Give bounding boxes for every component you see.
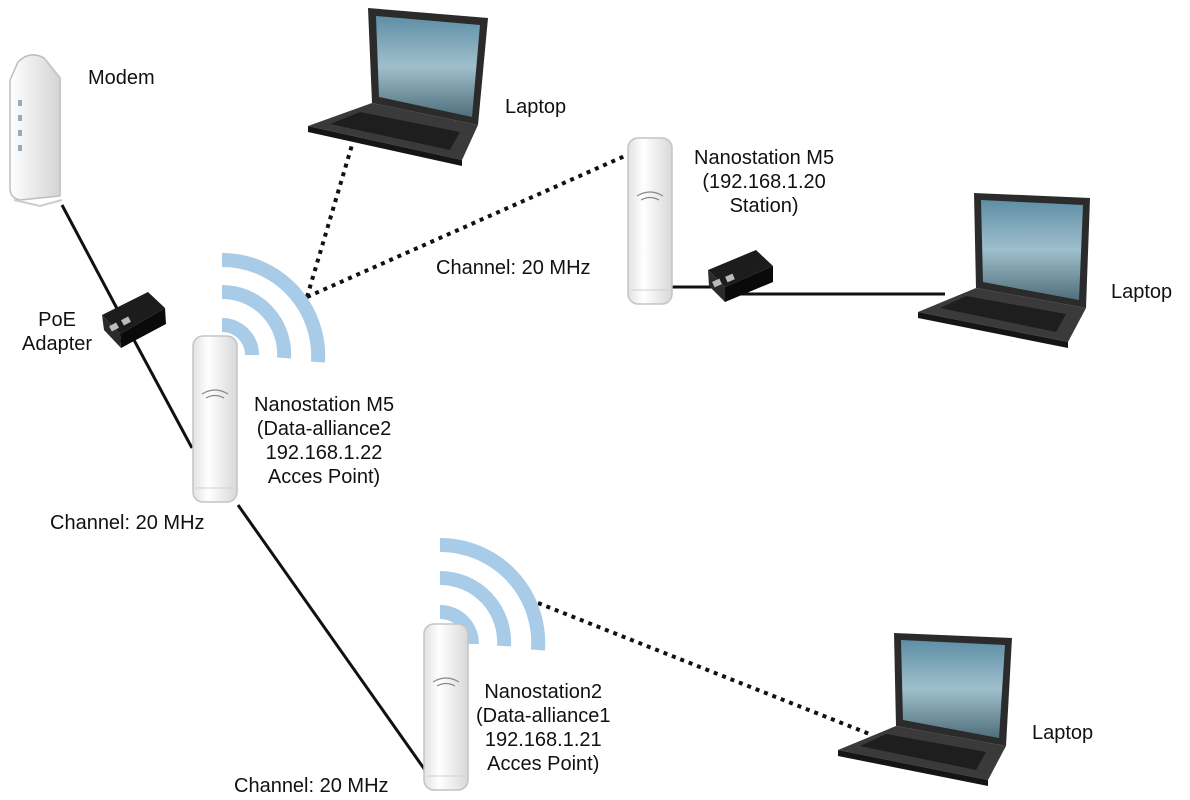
cable-ap-main-to-ap-second — [236, 504, 427, 771]
nanostation-second — [423, 623, 469, 791]
laptop-bottom — [838, 633, 1012, 786]
ap-second-channel: Channel: 20 MHz — [234, 775, 389, 797]
ap-second-line-1: Nanostation2 — [484, 681, 603, 703]
cable-modem-to-poe — [60, 204, 124, 319]
ap-main-line-1: Nanostation M5 — [254, 394, 395, 416]
station-label: Nanostation M5 (192.168.1.20 Station) — [694, 146, 834, 218]
nanostation-main — [192, 335, 238, 503]
wifi-link-ap-to-laptop-top — [305, 144, 354, 298]
wifi-link-ap-to-station — [306, 153, 628, 299]
station-line-1: Nanostation M5 — [694, 147, 835, 169]
modem-label: Modem — [88, 67, 155, 89]
ap-second-line-3: 192.168.1.21 — [484, 729, 602, 751]
laptop-top — [308, 8, 488, 166]
laptop-right — [918, 193, 1090, 348]
ap-main-channel: Channel: 20 MHz — [50, 512, 205, 534]
station-line-2: (192.168.1.20 — [702, 171, 826, 193]
wifi-waves-second — [439, 537, 546, 651]
ap-main-label: Nanostation M5 (Data-alliance2 192.168.1… — [254, 393, 394, 489]
ap-second-line-2: (Data-alliance1 — [476, 705, 611, 727]
laptop-right-label: Laptop — [1111, 281, 1173, 303]
modem-device — [9, 54, 63, 208]
poe-label-line-2: Adapter — [22, 333, 93, 355]
poe-adapter-left — [102, 292, 166, 348]
cable-station-to-laptop — [672, 285, 945, 296]
wifi-link-ap2-to-laptop-bottom — [537, 601, 873, 737]
poe-adapter-right — [708, 250, 773, 302]
station-channel: Channel: 20 MHz — [436, 257, 591, 279]
ap-main-line-4: Acces Point) — [267, 466, 381, 488]
station-line-3: Station) — [729, 195, 799, 217]
ap-second-line-4: Acces Point) — [487, 753, 600, 775]
poe-adapter-label: PoE Adapter — [22, 308, 92, 356]
nanostation-station — [627, 137, 673, 305]
ap-main-line-2: (Data-alliance2 — [256, 418, 392, 440]
ap-main-line-3: 192.168.1.22 — [265, 442, 383, 464]
wifi-waves-main — [221, 252, 326, 363]
laptop-bottom-label: Laptop — [1032, 722, 1094, 744]
ap-second-label: Nanostation2 (Data-alliance1 192.168.1.2… — [476, 680, 611, 776]
laptop-top-label: Laptop — [505, 96, 567, 118]
cable-poe-to-ap-main — [132, 339, 194, 449]
poe-label-line-1: PoE — [38, 309, 76, 331]
